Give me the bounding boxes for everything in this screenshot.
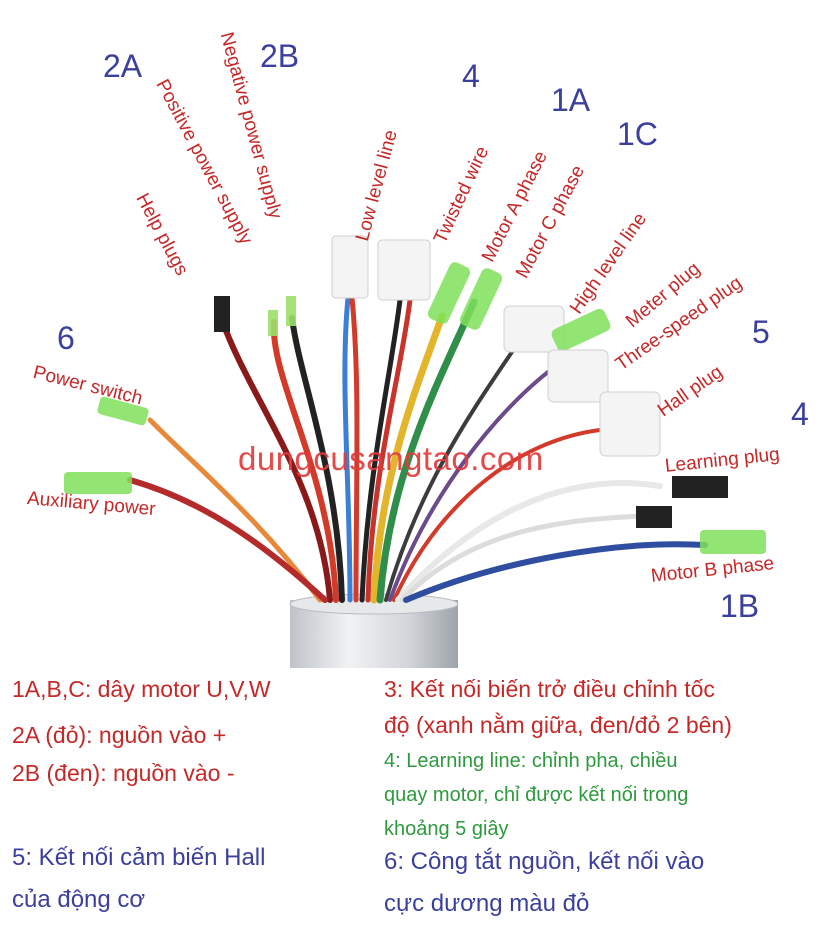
- note-4-line1: 4: Learning line: chỉnh pha, chiều: [384, 750, 678, 772]
- label-1c: 1C: [617, 116, 658, 152]
- label-4-top: 4: [462, 58, 480, 94]
- wire-harness-photo: [64, 235, 766, 668]
- label-2b: 2B: [260, 38, 300, 74]
- note-2a: 2A (đỏ): nguồn vào +: [12, 722, 227, 748]
- note-5-line2: của động cơ: [12, 886, 146, 913]
- note-3-line2: độ (xanh nằm giữa, đen/đỏ 2 bên): [384, 712, 732, 738]
- label-2a: 2A: [103, 48, 143, 84]
- note-4-line3: khoảng 5 giây: [384, 818, 509, 840]
- note-4-line2: quay motor, chỉ được kết nối trong: [384, 784, 689, 806]
- connectors: [64, 235, 766, 554]
- label-1b: 1B: [720, 588, 760, 624]
- label-1a: 1A: [551, 82, 591, 118]
- label-6: 6: [57, 320, 75, 356]
- note-5-line1: 5: Kết nối cảm biến Hall: [12, 844, 266, 871]
- note-6-line2: cực dương màu đỏ: [384, 890, 590, 917]
- label-5: 5: [752, 314, 770, 350]
- watermark: dungcusangtao.com: [238, 440, 544, 477]
- note-6-line1: 6: Công tắt nguồn, kết nối vào: [384, 848, 705, 875]
- note-3-line1: 3: Kết nối biến trở điều chỉnh tốc: [384, 676, 715, 702]
- note-2b: 2B (đen): nguồn vào -: [12, 760, 235, 786]
- label-4-right: 4: [791, 396, 809, 432]
- wires: [127, 295, 708, 604]
- note-motor-wires: 1A,B,C: dây motor U,V,W: [12, 676, 271, 702]
